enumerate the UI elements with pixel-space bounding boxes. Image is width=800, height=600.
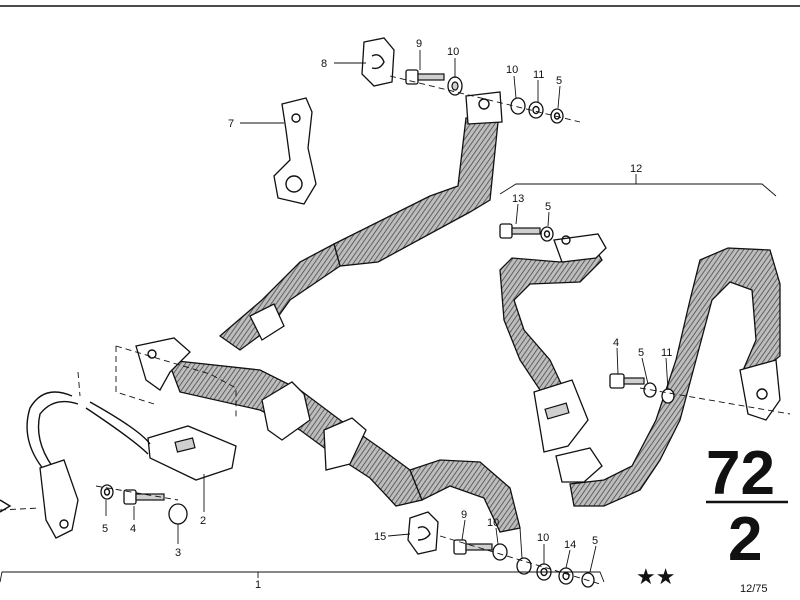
callout-8: 8 [321, 58, 327, 70]
callout-9-bottom: 9 [461, 509, 467, 521]
callout-14: 14 [564, 539, 576, 551]
callout-5-bottom: 5 [592, 535, 598, 547]
callout-10-bottom-b: 10 [537, 532, 549, 544]
callout-5-top-right: 5 [556, 75, 562, 87]
group-number: 72 [706, 439, 775, 508]
lower-washer-set [492, 543, 595, 588]
part-4-bolt-right [609, 373, 645, 389]
subgroup-number: 2 [728, 505, 762, 574]
part-7-mounting-plate [273, 97, 317, 205]
callout-2: 2 [200, 515, 206, 527]
callout-10-bottom-a: 10 [487, 517, 499, 529]
callout-5-lower-left: 5 [102, 523, 108, 535]
callout-1: 1 [255, 579, 261, 591]
part-3-cap [168, 503, 188, 525]
callout-5-right-mid: 5 [638, 347, 644, 359]
part-15-hook-bracket [407, 511, 439, 555]
star-markers: ★★ [636, 565, 675, 590]
part-13-bolt [499, 223, 541, 239]
part-5-washer-lower-left [100, 484, 114, 500]
date-code: 12/75 [740, 583, 768, 595]
callout-9-top: 9 [416, 38, 422, 50]
group-index-block: 72 2 [706, 439, 788, 574]
part-5-washer-right-top [540, 226, 554, 242]
belt-adjuster [249, 303, 367, 471]
callout-11-top: 11 [533, 69, 544, 81]
callout-10-top-right: 10 [506, 64, 518, 76]
callout-7: 7 [228, 118, 234, 130]
callout-3: 3 [175, 547, 181, 559]
leader-lines [105, 50, 669, 573]
callout-4-left: 4 [130, 523, 136, 535]
top-washer-set [510, 97, 564, 124]
callout-5-right-top: 5 [545, 201, 551, 213]
part-4-bolt-lower-left [123, 489, 165, 505]
callout-13: 13 [512, 193, 524, 205]
callout-10-top: 10 [447, 46, 459, 58]
callout-12: 12 [630, 163, 642, 175]
part-8-hook-bracket [361, 37, 395, 87]
callout-15: 15 [374, 531, 386, 543]
callout-11-right: 11 [661, 347, 672, 359]
callout-4-right: 4 [613, 337, 619, 349]
part-10-spacer [447, 76, 463, 96]
upper-belt-strap [218, 91, 503, 351]
lap-belt-anchor [135, 337, 191, 391]
part-2-buckle-with-cable [26, 391, 237, 539]
part-9-bolt [405, 69, 445, 85]
part-11-spacer-right [661, 388, 675, 404]
part-12-right-belt-assembly [499, 233, 781, 507]
part-9-bolt-lower [453, 539, 493, 555]
callout-labels: 1 2 3 4 4 5 5 5 5 5 7 8 9 9 10 10 10 10 … [102, 38, 672, 591]
